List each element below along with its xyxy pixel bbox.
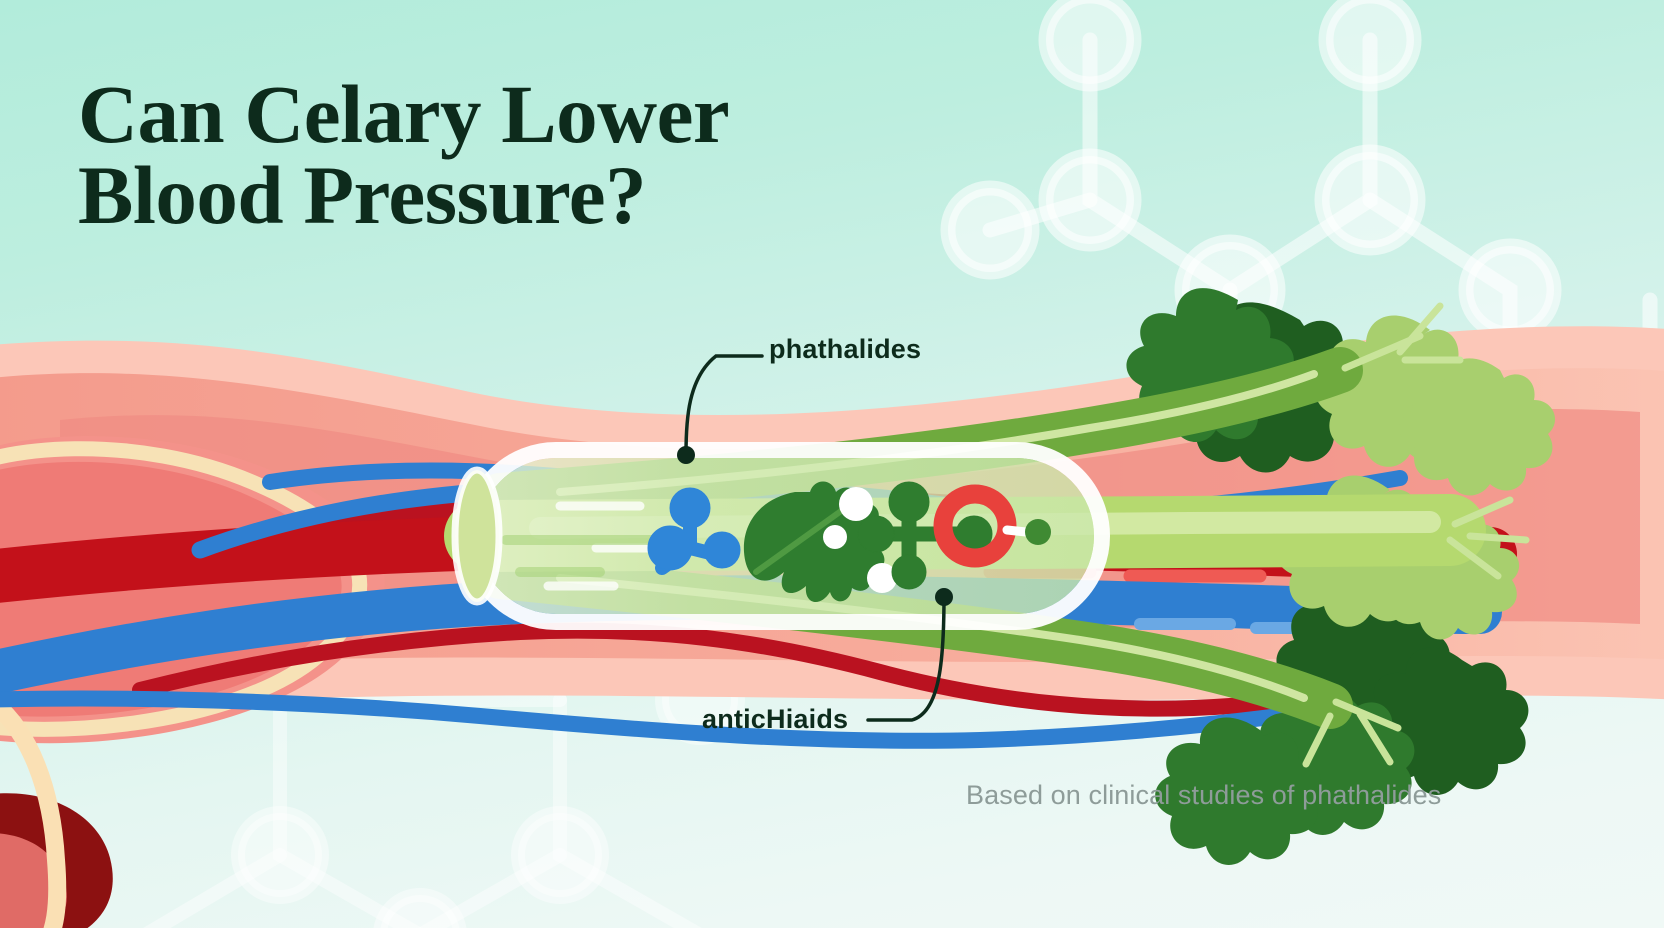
footer-note: Based on clinical studies of phathalides [966,780,1442,810]
leaf-veins [1302,302,1530,768]
leader-dot-antioxidants [935,588,953,606]
white-dots [823,487,897,593]
blue-molecule [647,487,741,575]
vein-lower-branch [0,690,1348,749]
stalk-fibers [543,501,661,591]
stalk-cut-end-outline [451,466,503,606]
page-title: Can Celary Lower Blood Pressure? [78,68,730,242]
vessel-cream-outline [0,696,67,928]
leader-line-phathalides [684,354,764,456]
green-cross-molecule [857,481,993,590]
leader-dot-phathalides [677,446,695,464]
red-ring-molecule [933,484,1051,568]
callout-label-antioxidants: anticHiaids [702,704,849,734]
stalk-cut-end [455,470,499,602]
leader-line-antioxidants [866,594,946,722]
callout-label-phathalides: phathalides [769,334,922,364]
stalk-fibers-green [501,535,665,577]
artery-wall-cream [0,441,368,737]
